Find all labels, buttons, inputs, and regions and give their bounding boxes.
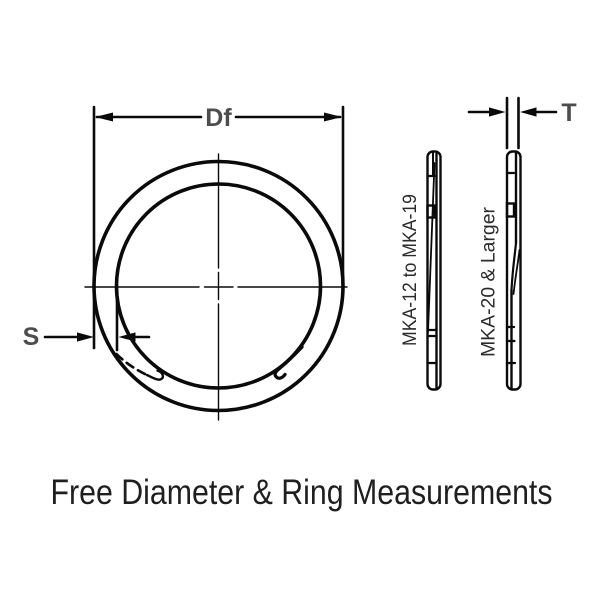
s-arrow-right-icon <box>118 332 136 342</box>
ring-end-hook <box>145 369 165 381</box>
side-view-large-outline <box>505 150 522 391</box>
side-view-large-swage-2 <box>512 249 521 295</box>
side-view-small-spiral-edge <box>427 162 436 333</box>
ring-front-view <box>84 153 348 421</box>
ring-end-bottom-right <box>273 345 304 380</box>
s-arrow-left-icon <box>77 332 94 342</box>
side-view-large <box>505 150 522 391</box>
side-view-large-label: MKA-20 & Larger <box>479 206 500 357</box>
free-diameter-label: Df <box>205 104 232 132</box>
thickness-label: T <box>561 99 576 127</box>
radial-wall-label: S <box>23 323 40 351</box>
diagram-linework <box>43 96 558 421</box>
dimension-arrowheads <box>77 107 537 342</box>
side-view-small-outline <box>426 150 442 391</box>
s-dimension <box>43 294 151 352</box>
side-view-small-label: MKA-12 to MKA-19 <box>400 194 421 346</box>
center-lines <box>84 153 348 421</box>
figure-caption: Free Diameter & Ring Measurements <box>51 473 553 512</box>
t-arrow-left-icon <box>489 107 506 117</box>
side-view-small-end-notch <box>426 204 436 219</box>
side-view-small <box>426 150 442 391</box>
df-arrow-right-icon <box>324 112 342 122</box>
side-view-large-swage-1 <box>510 241 518 292</box>
t-arrow-right-icon <box>520 107 537 117</box>
df-dimension <box>92 105 345 350</box>
df-arrow-left-icon <box>95 112 113 122</box>
side-view-large-end-notch <box>505 202 516 218</box>
t-dimension <box>467 96 558 150</box>
ring-end-hidden-dashed <box>115 352 149 377</box>
